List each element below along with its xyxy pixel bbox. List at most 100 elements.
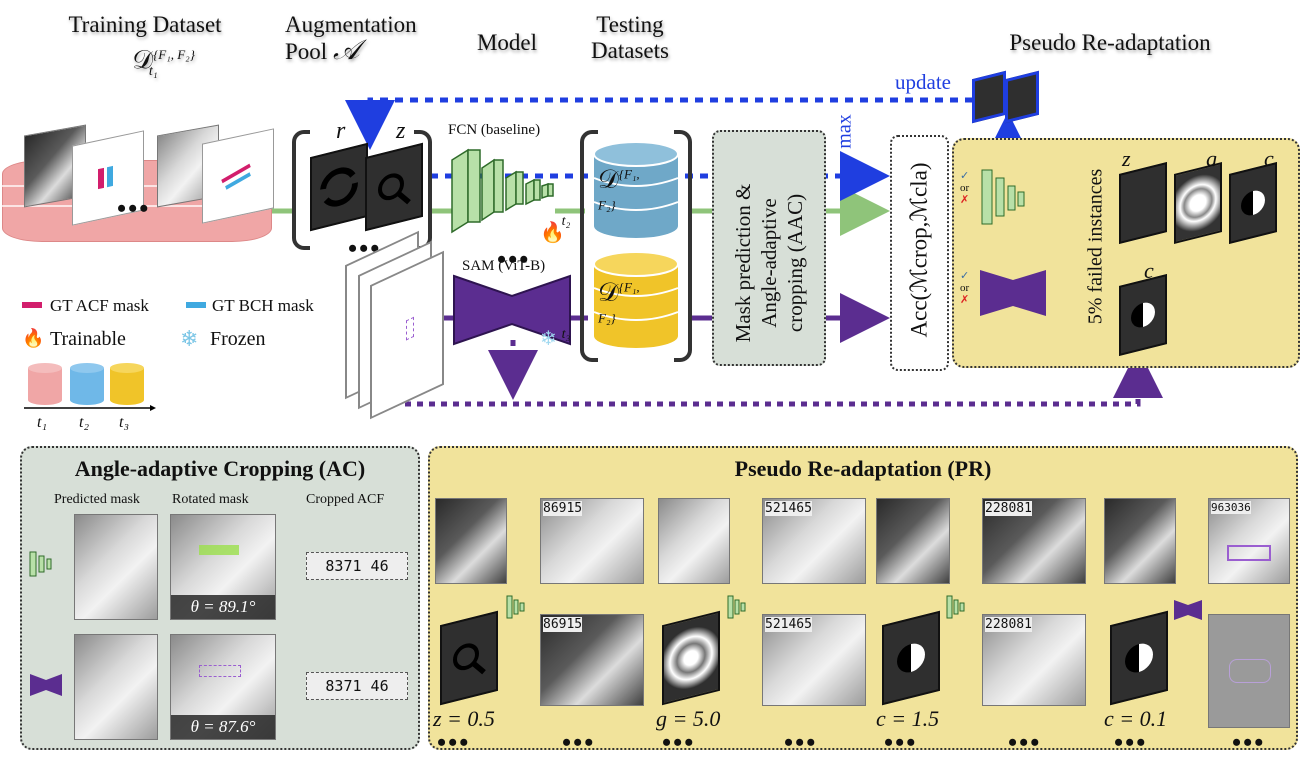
timeline-databases xyxy=(24,363,156,411)
pr-output-image: 86915 xyxy=(540,498,644,584)
acf-mask-swatch xyxy=(22,302,42,308)
ellipsis: ••• xyxy=(562,728,596,757)
ellipsis: ••• xyxy=(1232,728,1266,757)
rotated-mask-image: θ = 87.6° xyxy=(170,634,276,740)
legend-trainable-label: Trainable xyxy=(50,328,126,350)
fcn-mini-icon xyxy=(946,595,965,619)
testing-datasets-bracket xyxy=(580,130,692,362)
pr-output-image: 86915 xyxy=(540,614,644,706)
sam-mini-icon xyxy=(1174,600,1202,620)
ac-col-predicted: Predicted mask xyxy=(54,492,140,507)
contrast-value: c = 1.5 xyxy=(876,706,940,731)
dataset-t2-label: 𝒟{F₁, F₂}t₂ xyxy=(561,165,640,230)
pseudo-readaptation-panel: ✓or✗ ✓or✗ 5% failed instances z g c c xyxy=(952,138,1300,368)
gaussian-noise-icon xyxy=(662,610,720,706)
fcn-mini-icon xyxy=(506,595,525,619)
frozen-snowflake-icon: ❄ xyxy=(540,328,557,350)
update-zoom-tile xyxy=(972,70,1006,124)
cropped-acf-image: 8371 46 xyxy=(306,552,408,580)
gaussian-noise-icon xyxy=(1174,162,1222,244)
pr-output-image xyxy=(1208,614,1290,728)
model-header: Model xyxy=(476,30,538,55)
contrast-value: c = 0.1 xyxy=(1104,706,1168,731)
update-loop-arrow xyxy=(345,97,1003,150)
ac-col-rotated: Rotated mask xyxy=(172,492,249,507)
training-mask xyxy=(202,128,274,224)
theta-readout: θ = 87.6° xyxy=(171,715,275,739)
zoom-label: z xyxy=(396,118,406,144)
sam-mini-icon xyxy=(980,270,1046,316)
rotation-label: r xyxy=(336,118,346,144)
acc-text: Acc(ℳcrop,ℳcla) xyxy=(906,162,932,338)
contrast-label: c xyxy=(1264,146,1274,171)
pr-output-image: 521465 xyxy=(762,498,866,584)
db-t2-icon xyxy=(70,363,104,405)
rotation-icon xyxy=(310,142,368,232)
sam-model-icon xyxy=(453,274,571,346)
trainable-fire-icon: 🔥 xyxy=(540,222,565,244)
ellipsis: ••• xyxy=(884,728,918,757)
contrast-icon xyxy=(1229,162,1277,244)
zoom-icon xyxy=(1119,162,1167,244)
bch-mask-swatch xyxy=(186,302,206,308)
fire-icon: 🔥 xyxy=(22,328,45,348)
aac-box: Mask prediction & Angle-adaptive croppin… xyxy=(712,130,826,366)
legend-bch-label: GT BCH mask xyxy=(212,296,314,315)
pr-input-image xyxy=(658,498,730,584)
timeline-t2: t₂ xyxy=(79,414,90,431)
contrast-icon xyxy=(882,610,940,706)
pr-panel-title: Pseudo Re-adaptation (PR) xyxy=(734,456,992,481)
max-label: max xyxy=(833,114,856,149)
fcn-label: FCN (baseline) xyxy=(448,122,541,138)
pr-input-image xyxy=(876,498,950,584)
or-marker: ✓or✗ xyxy=(960,270,970,306)
or-marker: ✓or✗ xyxy=(960,170,970,206)
contrast-label: c xyxy=(1144,258,1154,283)
snowflake-icon: ❄ xyxy=(180,326,199,351)
ellipsis: ••• xyxy=(1114,728,1148,757)
zoom-label: z xyxy=(1122,146,1131,171)
ellipsis: ••• xyxy=(437,728,471,757)
angle-adaptive-cropping-panel: Angle-adaptive Cropping (AC) Predicted m… xyxy=(20,446,420,750)
augmentation-pool-header: Augmentation Pool 𝒜 xyxy=(285,12,417,66)
ellipsis: ••• xyxy=(662,728,696,757)
pr-input-image xyxy=(1104,498,1176,584)
pseudo-readaptation-header: Pseudo Re-adaptation xyxy=(1009,30,1211,55)
pr-output-image: 963036 xyxy=(1208,498,1290,584)
zoom-icon xyxy=(365,142,423,232)
zoom-icon xyxy=(440,610,498,706)
gaussian-value: g = 5.0 xyxy=(656,706,721,731)
purple-loop-arrow xyxy=(405,348,1163,407)
predicted-mask-image xyxy=(74,634,158,740)
theta-readout: θ = 89.1° xyxy=(171,595,275,619)
dataset-t3-label: 𝒟{F₁, F₂}t₃ xyxy=(561,278,640,343)
acc-box: Acc(ℳcrop,ℳcla) xyxy=(890,135,949,371)
db-t3-icon xyxy=(110,363,144,405)
zoom-value: z = 0.5 xyxy=(433,706,495,731)
pr-output-image: 228081 xyxy=(982,498,1086,584)
ellipsis: ••• xyxy=(117,194,151,223)
timeline-t1: t₁ xyxy=(37,414,48,431)
legend-frozen-label: Frozen xyxy=(210,328,266,350)
failed-instances-label: 5% failed instances xyxy=(1084,168,1107,325)
gaussian-label: g xyxy=(1206,146,1217,171)
rotated-mask-image: θ = 89.1° xyxy=(170,514,276,620)
pr-output-image: 521465 xyxy=(762,614,866,706)
dataset-t3-icon xyxy=(593,251,679,348)
pr-input-image xyxy=(435,498,507,584)
ac-col-cropped: Cropped ACF xyxy=(306,492,385,507)
ac-panel-title: Angle-adaptive Cropping (AC) xyxy=(74,456,366,481)
legend-acf-label: GT ACF mask xyxy=(50,296,149,315)
sam-label: SAM (ViT-B) xyxy=(462,258,546,274)
cropped-acf-image: 8371 46 xyxy=(306,672,408,700)
contrast-icon xyxy=(1119,274,1167,356)
testing-datasets-header: Testing Datasets xyxy=(591,12,669,63)
update-label: update xyxy=(895,70,951,94)
dataset-t2-icon xyxy=(593,141,679,238)
timeline-t3: t₃ xyxy=(119,414,130,431)
training-dataset-symbol: 𝒟{F₁, F₂}t₁ xyxy=(132,45,195,79)
aac-text: Mask prediction & Angle-adaptive croppin… xyxy=(731,183,807,343)
fcn-mini-icon xyxy=(727,595,746,619)
predicted-mask-image xyxy=(74,514,158,620)
ellipsis: ••• xyxy=(784,728,818,757)
